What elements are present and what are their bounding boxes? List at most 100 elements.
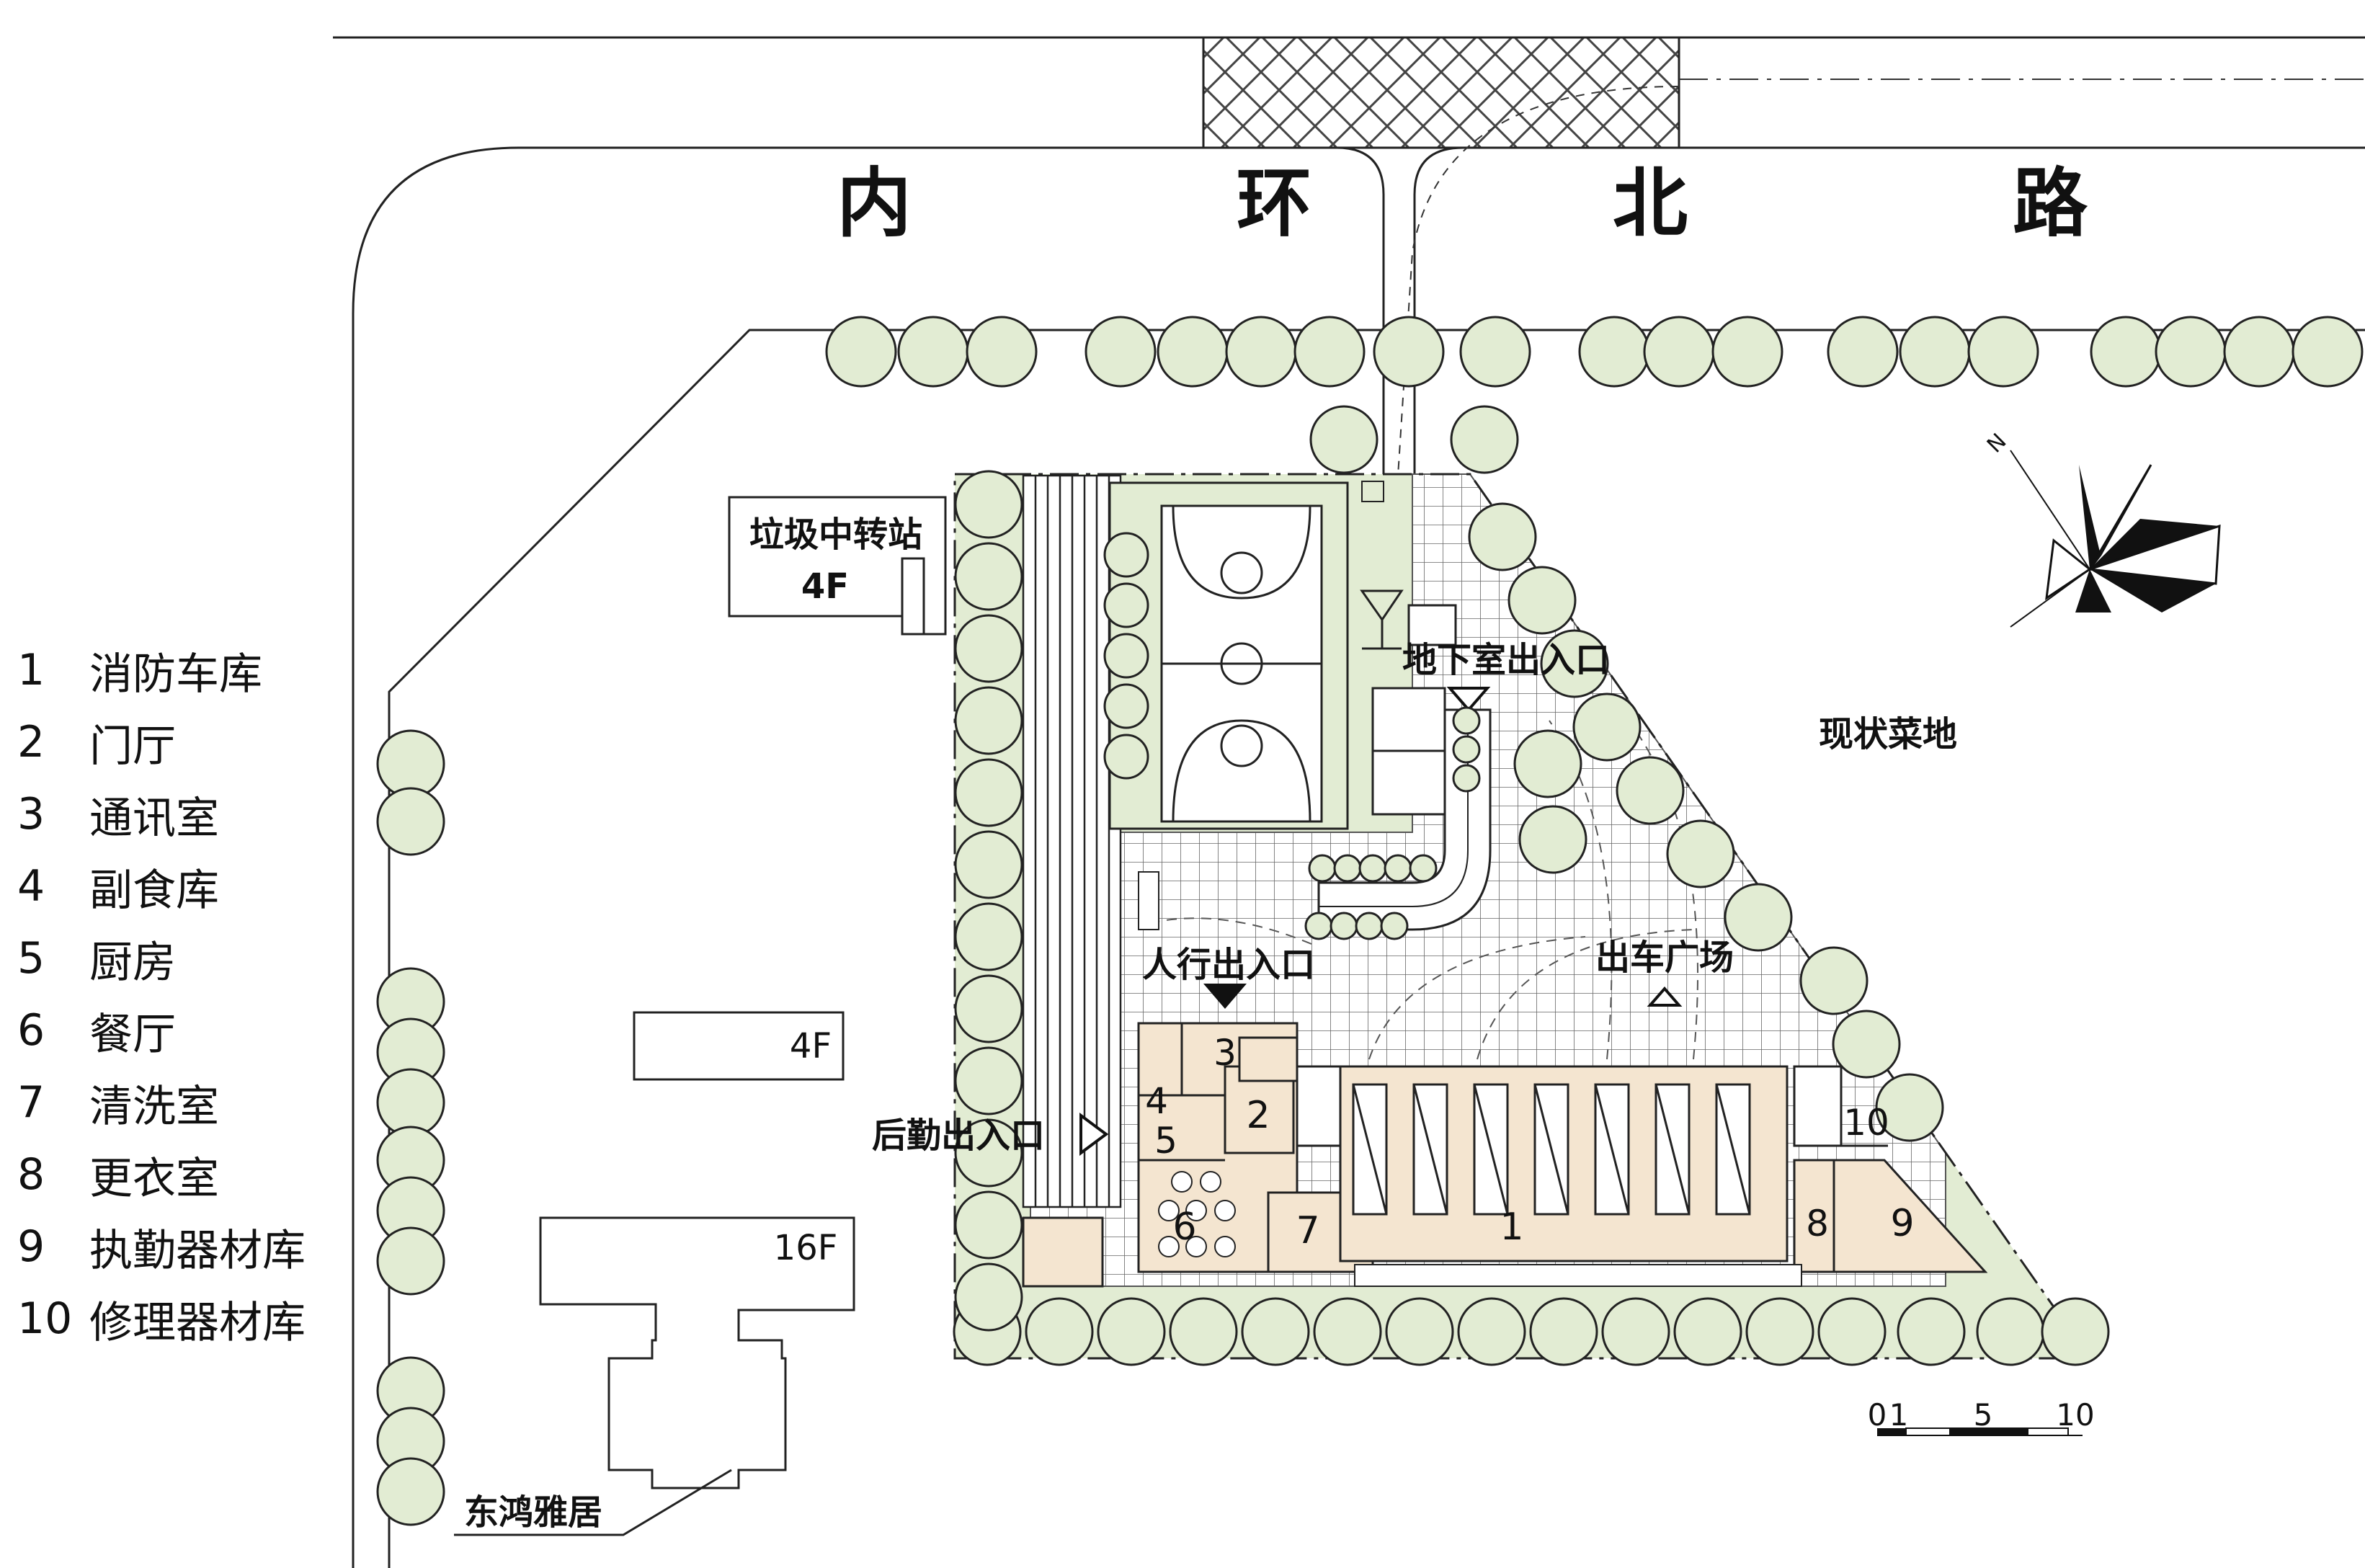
garbage-floors-label: 4F — [801, 566, 849, 607]
room-block — [1238, 1036, 1299, 1082]
tree — [954, 542, 1023, 611]
room-number: 3 — [1213, 1032, 1237, 1074]
leader-line — [454, 1469, 732, 1536]
dining-table — [1214, 1236, 1236, 1257]
tree — [1330, 912, 1358, 940]
tree — [954, 758, 1023, 827]
tree — [1875, 1073, 1944, 1142]
room-number: 10 — [1843, 1102, 1889, 1144]
tree — [1666, 819, 1735, 888]
tree — [2090, 316, 2162, 388]
parking-bay-diagonal — [1412, 1084, 1448, 1215]
road-name-char: 内 — [837, 159, 912, 247]
road-name-char: 环 — [1237, 159, 1311, 247]
tree — [1529, 1297, 1598, 1366]
parking-bay-diagonal — [1473, 1084, 1509, 1215]
tree — [2041, 1297, 2110, 1366]
tree — [1380, 912, 1409, 940]
tree — [2155, 316, 2227, 388]
tree — [1103, 633, 1149, 679]
dining-table — [1185, 1236, 1207, 1257]
basement-entrance-label: 地下室出入口 — [1402, 640, 1610, 680]
tree — [1745, 1297, 1814, 1366]
tree — [376, 1226, 445, 1296]
off-site-buildings — [539, 496, 947, 1489]
tree — [1313, 1297, 1382, 1366]
tree — [2223, 316, 2295, 388]
tree — [954, 470, 1023, 539]
tree — [1967, 316, 2039, 388]
tree — [1169, 1297, 1238, 1366]
tree — [1103, 532, 1149, 578]
dining-tables — [1158, 1171, 1236, 1257]
north-label: N — [1982, 429, 2012, 458]
tree — [825, 316, 897, 388]
tree — [1384, 854, 1412, 883]
tree — [1452, 706, 1481, 735]
tree — [954, 902, 1023, 971]
scale-label: 5 — [1974, 1397, 1993, 1433]
front-apron — [1354, 1264, 1802, 1287]
tree — [1103, 734, 1149, 780]
room-block — [1793, 1159, 1988, 1273]
tree — [1103, 683, 1149, 729]
tree — [1358, 854, 1387, 883]
tree — [897, 316, 969, 388]
tree — [1304, 912, 1333, 940]
dining-table — [1158, 1236, 1180, 1257]
tree — [1452, 764, 1481, 793]
tree — [954, 686, 1023, 755]
tree — [1817, 1297, 1887, 1366]
pedestrian-arrow-icon — [1203, 984, 1247, 1009]
plaza-arrow-icon — [1647, 986, 1683, 1007]
tree — [1518, 805, 1587, 874]
scale-bar: 0 1 5 10 — [1868, 1397, 2095, 1436]
tree — [1616, 756, 1685, 825]
tree — [1452, 735, 1481, 764]
road-name-char: 路 — [2013, 159, 2088, 247]
tree — [1673, 1297, 1742, 1366]
room-number: 9 — [1890, 1202, 1914, 1245]
basketball-court — [1108, 481, 1349, 830]
trees — [376, 316, 2364, 1526]
tree — [1468, 502, 1537, 571]
tree — [376, 1068, 445, 1137]
mid-building — [633, 1011, 845, 1081]
tree — [954, 1118, 1023, 1188]
room-number: 7 — [1296, 1209, 1319, 1252]
tree — [1373, 316, 1445, 388]
tree — [1333, 854, 1362, 883]
tree — [1513, 729, 1582, 798]
tree — [1450, 405, 1519, 474]
pedestrian-entrance-label: 人行出入口 — [1142, 945, 1315, 985]
gate-post — [1361, 481, 1384, 502]
vehicle-plaza-label: 出车广场 — [1595, 937, 1734, 978]
room-number: 2 — [1246, 1094, 1270, 1137]
scale-label: 0 — [1868, 1397, 1887, 1433]
parking-bay-diagonal — [1352, 1084, 1388, 1215]
garbage-annex — [901, 557, 925, 636]
room-number: 6 — [1172, 1206, 1196, 1249]
crosswalk — [1202, 36, 1680, 149]
dining-table — [1185, 1200, 1207, 1221]
residence-tower — [539, 1216, 855, 1489]
parking-bay-diagonal — [1715, 1084, 1751, 1215]
dining-table — [1200, 1171, 1221, 1193]
dining-table — [1171, 1171, 1193, 1193]
tree — [1507, 566, 1577, 635]
shed — [1138, 871, 1159, 930]
tree — [966, 316, 1038, 388]
tree — [954, 830, 1023, 899]
room-number: 1 — [1500, 1206, 1523, 1249]
scale-label: 10 — [2056, 1397, 2094, 1433]
tree — [954, 1262, 1023, 1332]
